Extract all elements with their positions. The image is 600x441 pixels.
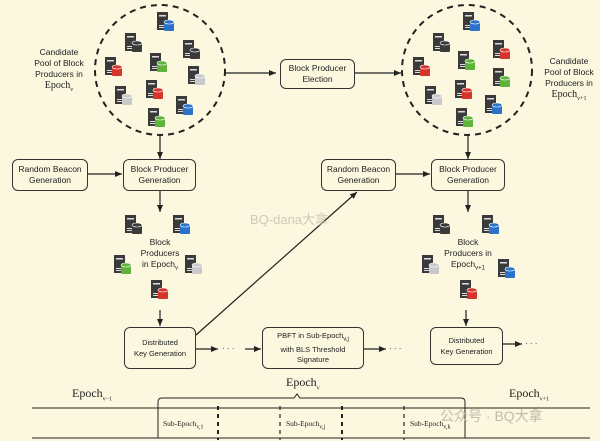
label-line: Block	[149, 237, 171, 247]
label-line: Pool of Block	[544, 67, 594, 77]
server-database-icon	[146, 80, 164, 99]
server-database-icon	[433, 33, 451, 52]
block-producer-generation-left-box: Block Producer Generation	[123, 159, 196, 191]
server-database-icon	[493, 68, 511, 87]
random-beacon-right-box: Random Beacon Generation	[321, 159, 396, 191]
sub-epoch-label: Sub-Epochv,1	[163, 419, 204, 431]
server-database-icon	[485, 95, 503, 114]
ellipsis: · · ·	[222, 344, 235, 353]
label-line: Candidate	[39, 47, 79, 57]
label-line: Producers	[140, 248, 180, 258]
server-database-icon	[463, 12, 481, 31]
label-line: Producers in	[35, 69, 83, 79]
epoch-current-bracket	[157, 393, 466, 438]
box-line: Generation	[337, 175, 380, 185]
server-database-icon	[105, 57, 123, 76]
sub-epoch-label: Sub-Epochv,j	[286, 419, 326, 431]
epoch-prev-label: Epochv−1	[72, 386, 113, 403]
distributed-key-generation-right-box: Distributed Key Generation	[430, 327, 503, 365]
label-line: Candidate	[549, 56, 589, 66]
server-database-icon	[125, 215, 143, 234]
server-database-icon	[493, 40, 511, 59]
box-line: PBFT in Sub-Epochv,j	[277, 331, 349, 343]
epoch-label: Epochv+1	[551, 89, 587, 102]
sub-epoch-label: Sub-Epochv,k	[410, 419, 451, 431]
box-line: Random Beacon	[326, 164, 391, 174]
box-line: Random Beacon	[18, 164, 82, 174]
label-line: Producers in	[444, 248, 492, 258]
server-database-icon	[185, 255, 203, 274]
ellipsis: · · ·	[525, 339, 538, 348]
block-producers-left-label: Block Producers in Epochv	[130, 237, 190, 275]
server-database-icon	[433, 215, 451, 234]
box-line: Key Generation	[440, 347, 493, 356]
box-line: Election	[302, 74, 333, 84]
label-line: in Epochv	[141, 259, 179, 272]
candidate-pool-right-circle	[401, 4, 533, 136]
arrow-dkg-to-beacon-right	[195, 191, 358, 336]
server-database-icon	[183, 40, 201, 59]
label-line: Producers in	[545, 78, 593, 88]
server-database-icon	[188, 66, 206, 85]
block-producers-right-label: Block Producers in Epochv+1	[436, 237, 500, 275]
ellipsis: · · ·	[389, 344, 402, 353]
epoch-next-label: Epochv+1	[509, 386, 550, 403]
server-database-icon	[173, 215, 191, 234]
distributed-key-generation-left-box: Distributed Key Generation	[124, 327, 196, 369]
server-database-icon	[114, 255, 132, 274]
server-database-icon	[422, 255, 440, 274]
box-line: Signature	[296, 354, 330, 364]
box-line: with BLS Threshold	[280, 344, 346, 354]
box-line: Generation	[138, 175, 181, 185]
watermark-center: BQ-dana大拿	[250, 212, 329, 227]
block-producer-generation-right-box: Block Producer Generation	[431, 159, 505, 191]
candidate-pool-right-label: Candidate Pool of Block Producers in Epo…	[538, 56, 600, 105]
box-line: Block Producer	[288, 63, 347, 73]
label-line: Pool of Block	[34, 58, 84, 68]
epoch-label: Epochv	[44, 80, 74, 93]
box-line: Generation	[28, 175, 72, 185]
box-line: Key Generation	[133, 349, 187, 358]
server-database-icon	[157, 12, 175, 31]
server-database-icon	[458, 51, 476, 70]
box-line: Distributed	[448, 336, 485, 345]
server-database-icon	[150, 53, 168, 72]
server-database-icon	[148, 108, 166, 127]
server-database-icon	[498, 259, 516, 278]
box-line: Block Producer	[130, 164, 189, 174]
pbft-box: PBFT in Sub-Epochv,j with BLS Threshold …	[262, 327, 364, 369]
block-producer-election-box: Block Producer Election	[280, 59, 355, 89]
server-database-icon	[115, 86, 133, 105]
server-database-icon	[460, 280, 478, 299]
server-database-icon	[125, 33, 143, 52]
watermark-bottom: 公众号 · BQ大拿	[440, 408, 543, 424]
server-database-icon	[482, 215, 500, 234]
server-database-icon	[151, 280, 169, 299]
box-line: Distributed	[142, 338, 178, 347]
box-line: Block Producer	[439, 164, 497, 174]
label-line: Epochv+1	[451, 259, 485, 272]
server-database-icon	[425, 86, 443, 105]
server-database-icon	[176, 96, 194, 115]
server-database-icon	[456, 108, 474, 127]
epoch-current-label: Epochv	[286, 375, 320, 392]
server-database-icon	[455, 80, 473, 99]
server-database-icon	[413, 57, 431, 76]
candidate-pool-left-label: Candidate Pool of Block Producers in Epo…	[24, 47, 94, 96]
label-line: Block	[457, 237, 479, 247]
box-line: Generation	[446, 175, 490, 185]
random-beacon-left-box: Random Beacon Generation	[12, 159, 88, 191]
